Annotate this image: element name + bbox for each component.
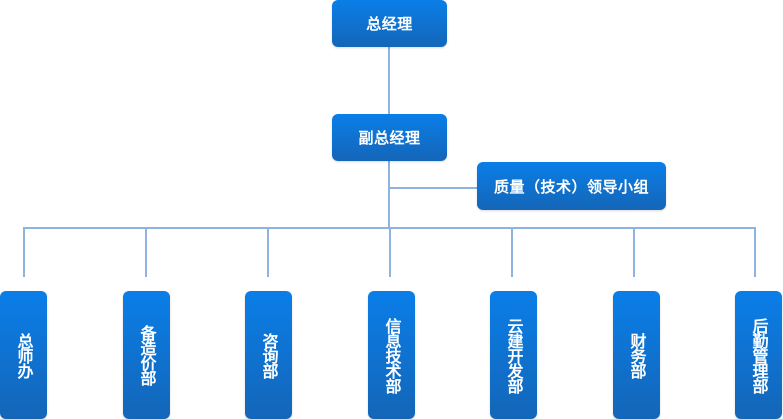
node-department: 后勤管理部 [735,291,782,419]
connector-deputy-trunk [388,161,390,228]
node-department: 咨询部 [245,291,292,419]
connector-root-deputy [388,47,390,114]
node-label: 总师办 [14,332,34,378]
connector-dept-7 [754,227,756,277]
node-label: 备造价部 [137,325,157,385]
node-general-manager: 总经理 [332,0,447,47]
connector-dept-4 [389,227,391,277]
connector-advisory [389,187,477,189]
node-quality-leadership-group: 质量（技术）领导小组 [477,162,666,210]
node-department: 信息技术部 [368,291,415,419]
node-label: 副总经理 [358,129,421,147]
node-label: 质量（技术）领导小组 [493,177,649,196]
node-label: 财务部 [627,332,647,378]
node-label: 后勤管理部 [749,317,769,393]
node-department: 云建开发部 [490,291,537,419]
connector-dept-3 [267,227,269,277]
node-label: 云建开发部 [504,317,524,393]
connector-dept-1 [23,227,25,277]
node-label: 咨询部 [259,332,279,378]
node-department: 备造价部 [123,291,170,419]
connector-dept-6 [633,227,635,277]
connector-dept-5 [511,227,513,277]
node-label: 总经理 [366,15,413,33]
node-department: 财务部 [613,291,660,419]
connector-dept-2 [145,227,147,277]
node-label: 信息技术部 [382,317,402,393]
node-department: 总师办 [0,291,47,419]
node-deputy-general-manager: 副总经理 [332,114,447,161]
